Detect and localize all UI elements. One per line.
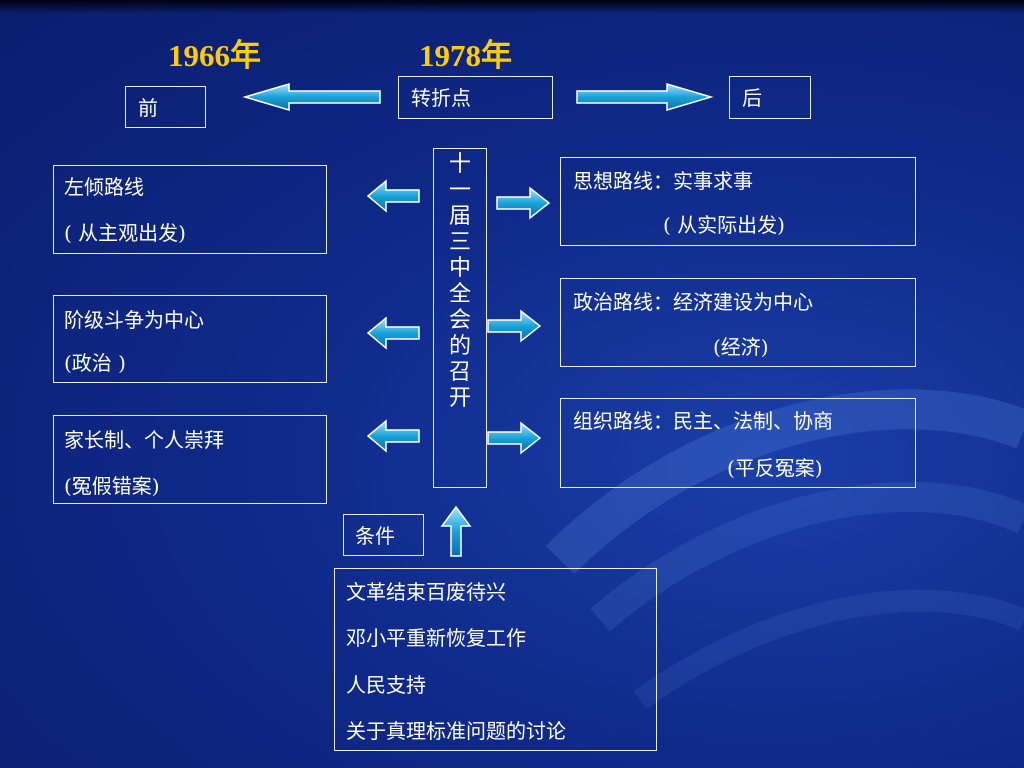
left-box-2-subtitle: (政治 ): [64, 351, 126, 375]
conditions-label-box: 条件: [343, 514, 424, 556]
before-box: 前: [125, 86, 206, 128]
arrow-to-before: [242, 82, 381, 112]
center-char: 全: [448, 282, 471, 307]
conditions-label: 条件: [355, 524, 395, 548]
left-box-3-subtitle: (冤假错案): [64, 474, 160, 498]
arrow-right-2: [487, 309, 542, 343]
right-box-2-subtitle: (经济): [713, 335, 769, 359]
before-label: 前: [138, 96, 158, 120]
after-box: 后: [729, 76, 811, 119]
right-box-1: 思想路线：实事求事 ( 从实际出发): [560, 157, 916, 246]
condition-item: 文革结束百废待兴: [346, 580, 506, 604]
left-box-1-subtitle: ( 从主观出发): [64, 221, 186, 245]
center-char: 的: [448, 334, 471, 359]
right-box-2-title: 政治路线：经济建设为中心: [573, 290, 813, 314]
turning-point-box: 转折点: [398, 76, 553, 119]
left-box-3-title: 家长制、个人崇拜: [64, 428, 224, 452]
conditions-box: 文革结束百废待兴 邓小平重新恢复工作 人民支持 关于真理标准问题的讨论: [334, 568, 657, 751]
arrow-up-conditions: [440, 505, 472, 557]
right-box-1-subtitle: ( 从实际出发): [663, 213, 785, 237]
center-char: 会: [448, 308, 471, 333]
center-char: 一: [448, 178, 471, 203]
after-label: 后: [742, 86, 762, 110]
left-box-1: 左倾路线 ( 从主观出发): [53, 165, 327, 254]
center-meeting-text: 十 一 届 三 中 全 会 的 召 开: [434, 152, 486, 412]
arrow-to-after: [576, 82, 714, 112]
center-char: 十: [448, 152, 471, 177]
right-box-2: 政治路线：经济建设为中心 (经济): [560, 278, 916, 367]
left-box-2-title: 阶级斗争为中心: [64, 308, 204, 332]
arrow-left-1: [366, 179, 420, 213]
condition-item: 邓小平重新恢复工作: [346, 626, 526, 650]
arrow-left-3: [366, 419, 420, 453]
arrow-left-2: [366, 316, 420, 350]
condition-item: 人民支持: [346, 673, 426, 697]
center-char: 中: [448, 256, 471, 281]
center-meeting-box: [433, 148, 487, 488]
center-char: 届: [448, 204, 471, 229]
center-char: 召: [448, 360, 471, 385]
right-box-3-title: 组织路线：民主、法制、协商: [573, 409, 833, 433]
center-char: 开: [448, 386, 471, 411]
top-dark-band: [0, 0, 1024, 14]
left-box-1-title: 左倾路线: [64, 175, 144, 199]
left-box-3: 家长制、个人崇拜 (冤假错案): [53, 415, 327, 504]
arrow-right-1: [496, 186, 551, 220]
year-1978: 1978年: [419, 38, 512, 73]
right-box-3-subtitle: (平反冤案): [727, 456, 823, 480]
right-box-1-title: 思想路线：实事求事: [573, 169, 753, 193]
left-box-2: 阶级斗争为中心 (政治 ): [53, 295, 327, 383]
year-1966: 1966年: [168, 38, 261, 73]
turning-point-label: 转折点: [411, 86, 471, 110]
arrow-right-3: [487, 421, 542, 455]
condition-item: 关于真理标准问题的讨论: [346, 719, 566, 743]
right-box-3: 组织路线：民主、法制、协商 (平反冤案): [560, 398, 916, 488]
center-char: 三: [448, 230, 471, 255]
